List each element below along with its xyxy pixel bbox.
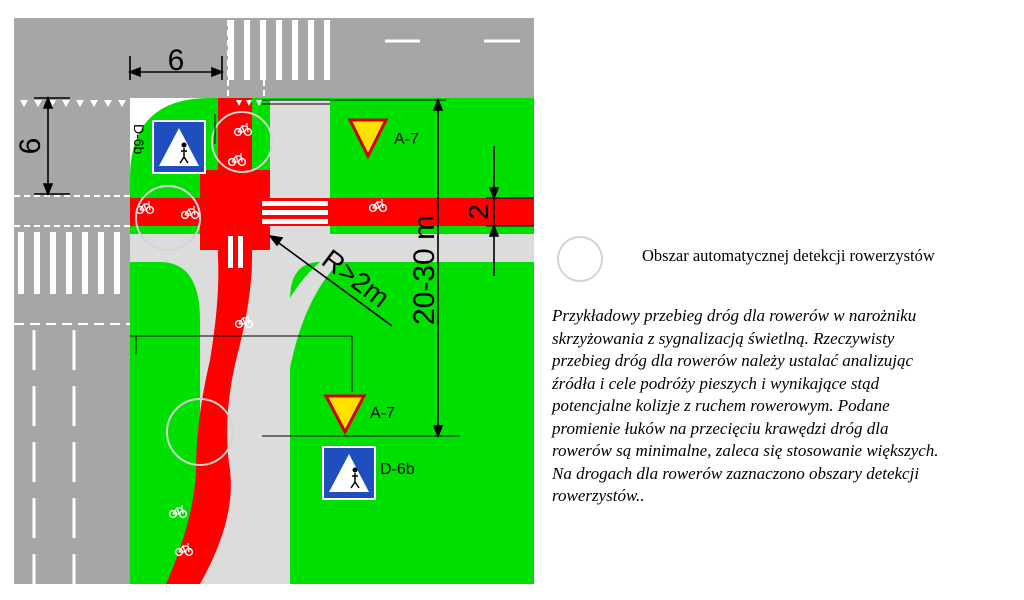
sign-d6b-top: D-6b: [131, 120, 206, 174]
sign-a7-top: A-7: [347, 118, 419, 160]
yield-triangle-icon: [323, 394, 367, 436]
dim-length-label: 20-30 m: [408, 215, 441, 325]
detection-circle-icon: [557, 236, 603, 282]
description-line: skrzyżowania z sygnalizacją świetlną. Rz…: [552, 328, 895, 348]
description-line: promienie łuków na przecięciu krawędzi d…: [552, 418, 889, 438]
pedestrian-crossing-icon: [159, 128, 199, 166]
dim-height-label: 6: [14, 138, 47, 155]
legend-detection-label: Obszar automatycznej detekcji rowerzystó…: [642, 246, 935, 265]
legend: Obszar automatycznej detekcji rowerzystó…: [556, 226, 1016, 296]
detection-circles: [135, 111, 273, 466]
road-vertical: [14, 18, 130, 584]
description-line: rowerzystów..: [552, 486, 645, 505]
sign-d6b-bottom: D-6b: [322, 446, 415, 500]
bike-path-junction: [200, 170, 270, 250]
description-line: Przykładowy przebieg dróg dla rowerów w …: [552, 306, 917, 325]
sign-a7-bottom: A-7: [323, 394, 395, 436]
sign-d6b-label: D-6b: [380, 461, 415, 478]
lane-lines: [14, 39, 520, 584]
intersection-diagram: 6 6 20-30 m 2 R>2m A-7 A-7 D-6b D-6b: [14, 18, 534, 584]
dim-width-label: 6: [168, 44, 185, 77]
dim-lane-label: 2: [463, 204, 494, 220]
sign-a7-label: A-7: [394, 131, 419, 148]
description-line: potencjalne kolizje z ruchem rowerowym. …: [552, 396, 890, 415]
bike-crossing-marks-vertical: [228, 236, 243, 268]
yield-triangle-icon: [347, 118, 389, 160]
description-line: rowerów są minimalne, zaleca się stosowa…: [552, 441, 939, 460]
description-line: przebieg dróg dla rowerów należy ustalać…: [552, 351, 914, 370]
sign-d6b-label: D-6b: [131, 124, 147, 155]
dimension-lines: [34, 56, 534, 439]
description-text: Przykładowy przebieg dróg dla rowerów w …: [552, 305, 1020, 508]
stop-lines: [14, 20, 265, 227]
bike-crossing-marks-horizontal: [262, 201, 328, 224]
road-horizontal-top: [14, 18, 534, 98]
sign-a7-label: A-7: [370, 405, 395, 422]
description-line: Na drogach dla rowerów zaznaczono obszar…: [552, 463, 920, 483]
zebra-left: [18, 232, 120, 294]
sidewalk-curve: [210, 262, 340, 584]
yield-markings: [20, 100, 262, 107]
description-line: źródła i cele podróży pieszych i wynikaj…: [552, 373, 880, 393]
